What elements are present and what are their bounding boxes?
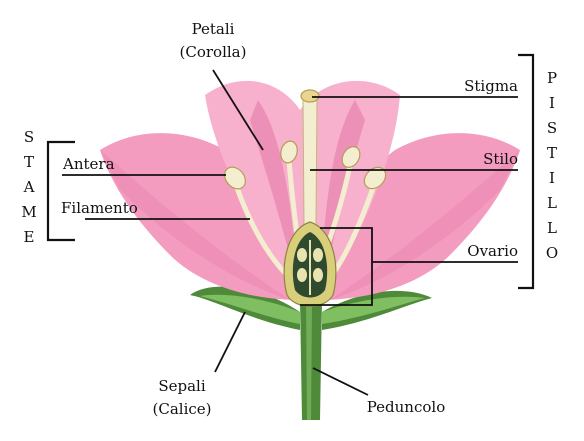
- peduncle-stem: [300, 300, 322, 420]
- label-stigma: Stigma: [464, 77, 518, 95]
- pistillo-letter: L: [547, 219, 557, 237]
- pistillo-letter: P: [547, 69, 557, 87]
- label-peduncolo: Peduncolo: [367, 398, 445, 416]
- pistillo-letter: I: [549, 169, 555, 187]
- label-stilo: Stilo: [483, 150, 518, 168]
- label-sepali-1: Sepali: [158, 377, 205, 395]
- pistillo-letter: T: [547, 144, 557, 162]
- stame-letter: S: [24, 128, 34, 146]
- pistillo-bracket: [518, 53, 535, 290]
- stame-letter: T: [24, 153, 34, 171]
- label-ovario: Ovario: [467, 242, 518, 260]
- pistil: [283, 89, 337, 307]
- label-filamento: Filamento: [61, 199, 138, 217]
- pistillo-letter: L: [547, 194, 557, 212]
- label-petali-1: Petali: [192, 20, 235, 38]
- stame-bracket: [46, 140, 75, 242]
- stame-letter: E: [24, 228, 35, 246]
- stame-letter: M: [21, 203, 36, 221]
- pistillo-letter: I: [549, 94, 555, 112]
- pistillo-letter: S: [547, 119, 557, 137]
- leader-lines: [62, 69, 518, 396]
- label-petali-2: (Corolla): [180, 43, 247, 61]
- stame-letter: A: [23, 178, 35, 196]
- label-sepali-2: (Calice): [153, 400, 212, 418]
- pistillo-letter: O: [546, 244, 558, 262]
- label-antera: Antera: [62, 155, 115, 173]
